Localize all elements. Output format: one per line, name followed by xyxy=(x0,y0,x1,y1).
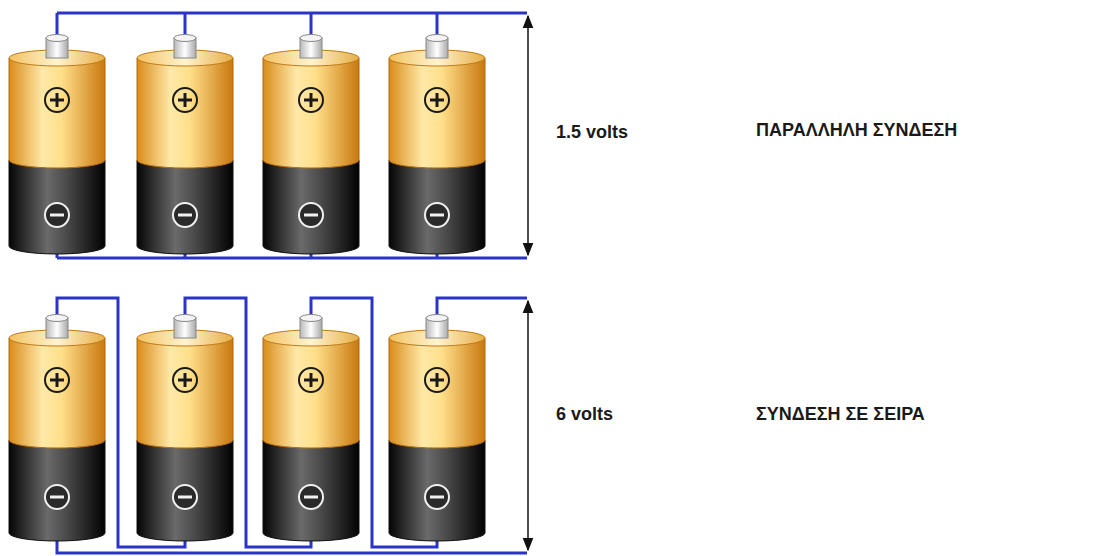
battery xyxy=(137,315,233,542)
wire xyxy=(437,298,527,320)
connection-title: ΠΑΡΑΛΛΗΛΗ ΣΥΝΔΕΣΗ xyxy=(756,121,957,141)
voltage-label: 1.5 volts xyxy=(556,123,628,143)
voltage-label: 6 volts xyxy=(556,405,613,425)
battery xyxy=(389,315,485,542)
batteries xyxy=(9,35,485,542)
battery xyxy=(263,35,359,255)
voltage-arrow xyxy=(527,301,529,550)
wire xyxy=(57,12,527,15)
battery xyxy=(137,35,233,255)
wire xyxy=(57,257,527,260)
voltage-arrow xyxy=(527,16,529,255)
battery xyxy=(263,315,359,542)
battery xyxy=(389,35,485,255)
battery xyxy=(9,35,105,255)
wires xyxy=(57,13,527,553)
battery xyxy=(9,315,105,542)
wire xyxy=(57,541,527,553)
connection-title: ΣΥΝΔΕΣΗ ΣΕ ΣΕΙΡΑ xyxy=(756,405,925,425)
